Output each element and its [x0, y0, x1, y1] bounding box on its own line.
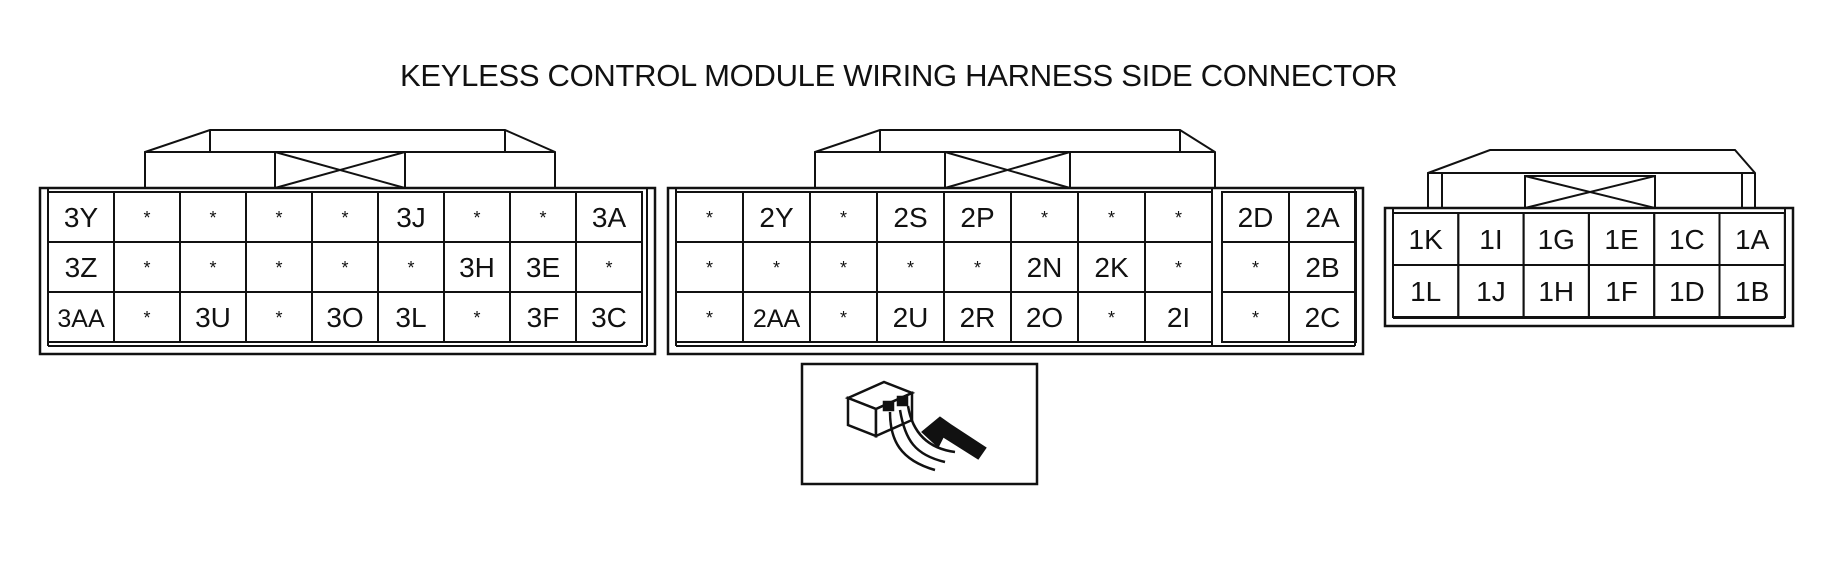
terminal-label: 3U: [195, 302, 231, 333]
unused-terminal-mark: *: [1041, 208, 1048, 228]
terminal-label: 2I: [1167, 302, 1190, 333]
terminal-label: 3C: [591, 302, 627, 333]
terminal-label: 3L: [395, 302, 426, 333]
terminal-label: 3Z: [65, 252, 98, 283]
terminal-label: 1A: [1735, 224, 1770, 255]
unused-terminal-mark: *: [407, 258, 414, 278]
unused-terminal-mark: *: [1108, 208, 1115, 228]
terminal-label: 1F: [1605, 276, 1638, 307]
unused-terminal-mark: *: [1175, 208, 1182, 228]
unused-terminal-mark: *: [706, 308, 713, 328]
unused-terminal-mark: *: [1108, 308, 1115, 328]
terminal-cell: [1288, 291, 1357, 343]
terminal-label: 3E: [526, 252, 560, 283]
unused-terminal-mark: *: [539, 208, 546, 228]
terminal-label: 1D: [1669, 276, 1705, 307]
diagram-title: KEYLESS CONTROL MODULE WIRING HARNESS SI…: [400, 58, 1398, 93]
unused-terminal-mark: *: [143, 258, 150, 278]
unused-terminal-mark: *: [209, 258, 216, 278]
terminal-label: 2N: [1027, 252, 1063, 283]
unused-terminal-mark: *: [840, 308, 847, 328]
unused-terminal-mark: *: [1252, 258, 1259, 278]
terminal-label: 1G: [1538, 224, 1575, 255]
unused-terminal-mark: *: [275, 308, 282, 328]
terminal-label: 2C: [1305, 302, 1341, 333]
terminal-label: 2O: [1026, 302, 1063, 333]
terminal-cell: [1144, 291, 1213, 343]
connector-1: 1K 1I 1G 1E 1C 1A 1L 1J 1H 1F 1D 1B: [1383, 149, 1795, 328]
terminal-label: 2S: [893, 202, 927, 233]
terminal-label: 1K: [1409, 224, 1444, 255]
unused-terminal-mark: *: [341, 208, 348, 228]
unused-terminal-mark: *: [974, 258, 981, 278]
unused-terminal-mark: *: [143, 308, 150, 328]
terminal-label: 2B: [1305, 252, 1339, 283]
terminal-label: 2P: [960, 202, 994, 233]
terminal-label: 3AA: [57, 305, 105, 333]
unused-terminal-mark: *: [706, 258, 713, 278]
unused-terminal-mark: *: [473, 308, 480, 328]
terminal-label: 2K: [1094, 252, 1129, 283]
terminal-label: 2Y: [759, 202, 794, 233]
unused-terminal-mark: *: [840, 208, 847, 228]
unused-terminal-mark: *: [605, 258, 612, 278]
terminal-label: 2A: [1305, 202, 1340, 233]
terminal-label: 1E: [1604, 224, 1638, 255]
unused-terminal-mark: *: [341, 258, 348, 278]
terminal-label: 1I: [1479, 224, 1502, 255]
unused-terminal-mark: *: [143, 208, 150, 228]
terminal-label: 3O: [326, 302, 363, 333]
terminal-label: 1C: [1669, 224, 1705, 255]
unused-terminal-mark: *: [1175, 258, 1182, 278]
terminal-label: 3F: [527, 302, 560, 333]
terminal-label: 3J: [396, 202, 426, 233]
terminal-cell: [575, 291, 643, 343]
unused-terminal-mark: *: [473, 208, 480, 228]
unused-terminal-mark: *: [1252, 308, 1259, 328]
terminal-label: 1L: [1410, 276, 1441, 307]
terminal-label: 1J: [1476, 276, 1506, 307]
unused-terminal-mark: *: [706, 208, 713, 228]
harness-side-view-icon: [800, 362, 1039, 486]
terminal-label: 1H: [1538, 276, 1574, 307]
unused-terminal-mark: *: [275, 208, 282, 228]
terminal-label: 2AA: [753, 305, 801, 333]
terminal-label: 2R: [960, 302, 996, 333]
terminal-label: 2D: [1238, 202, 1274, 233]
connector-2: * 2Y * 2S 2P * * * 2D 2A * * * * * 2N 2K * * 2B * 2AA * 2U 2R 2O *…: [666, 129, 1365, 356]
connector-3: 3Y * * * * 3J * * 3A 3Z * * * * * 3H 3E * 3AA * 3U * 3O 3L * 3F 3C: [38, 129, 657, 356]
terminal-label: 3H: [459, 252, 495, 283]
unused-terminal-mark: *: [907, 258, 914, 278]
unused-terminal-mark: *: [773, 258, 780, 278]
unused-terminal-mark: *: [275, 258, 282, 278]
terminal-label: 3Y: [64, 202, 99, 233]
terminal-label: 2U: [893, 302, 929, 333]
terminal-label: 3A: [592, 202, 627, 233]
terminal-cell: [1718, 264, 1786, 318]
unused-terminal-mark: *: [209, 208, 216, 228]
unused-terminal-mark: *: [840, 258, 847, 278]
terminal-label: 1B: [1735, 276, 1769, 307]
